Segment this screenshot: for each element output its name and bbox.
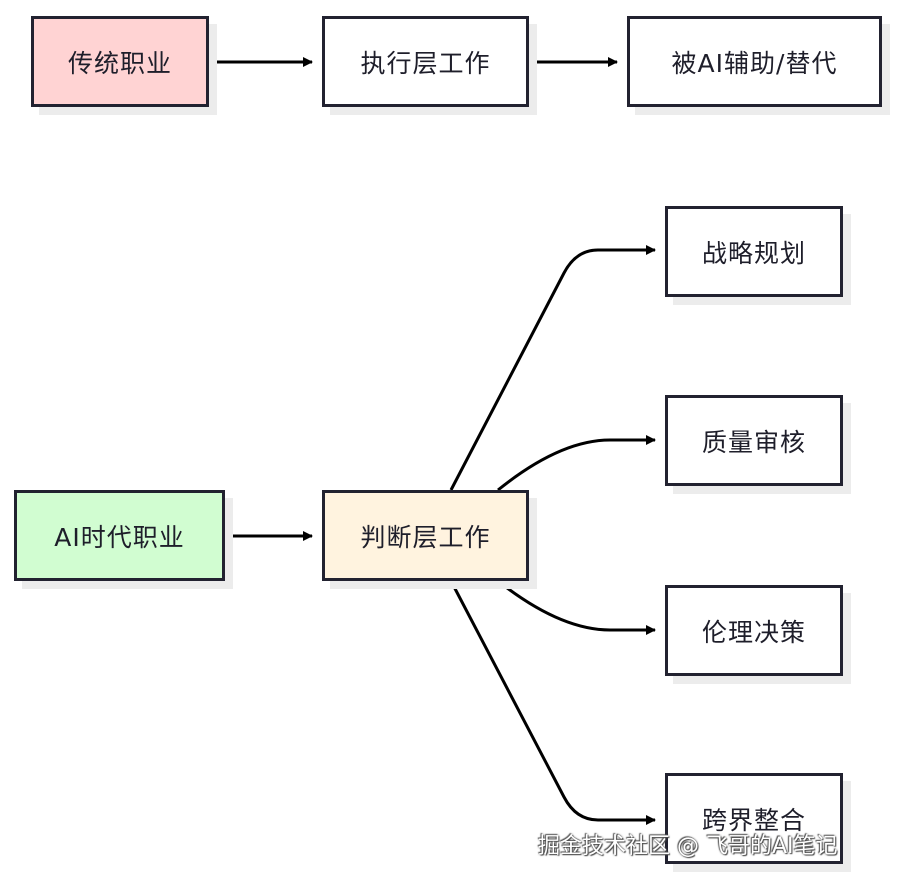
node-ai-assisted-replaced-label: 被AI辅助/替代 bbox=[671, 48, 838, 78]
edge-judgment-to-ethics bbox=[497, 579, 656, 635]
node-traditional-career-label: 传统职业 bbox=[67, 48, 172, 78]
node-quality-review-label: 质量审核 bbox=[701, 427, 806, 457]
node-ethical-decision-label: 伦理决策 bbox=[701, 617, 806, 647]
node-ai-era-career-label: AI时代职业 bbox=[54, 522, 185, 552]
node-judgment-work: 判断层工作 bbox=[322, 490, 529, 581]
node-execution-work-label: 执行层工作 bbox=[360, 48, 491, 78]
node-ethical-decision: 伦理决策 bbox=[665, 585, 843, 676]
edge-judgment-to-strategy bbox=[449, 245, 656, 491]
edge-judgment-to-cross bbox=[449, 580, 656, 825]
node-ai-era-career: AI时代职业 bbox=[14, 490, 225, 581]
node-ai-assisted-replaced: 被AI辅助/替代 bbox=[627, 16, 882, 107]
node-quality-review: 质量审核 bbox=[665, 395, 843, 486]
node-judgment-work-label: 判断层工作 bbox=[360, 522, 491, 552]
node-traditional-career: 传统职业 bbox=[31, 16, 209, 107]
node-strategic-planning: 战略规划 bbox=[665, 206, 843, 297]
node-execution-work: 执行层工作 bbox=[322, 16, 529, 107]
edge-judgment-to-quality bbox=[497, 435, 656, 492]
watermark-text: 掘金技术社区 @ 飞哥的AI笔记 bbox=[538, 834, 838, 859]
node-strategic-planning-label: 战略规划 bbox=[701, 238, 806, 268]
